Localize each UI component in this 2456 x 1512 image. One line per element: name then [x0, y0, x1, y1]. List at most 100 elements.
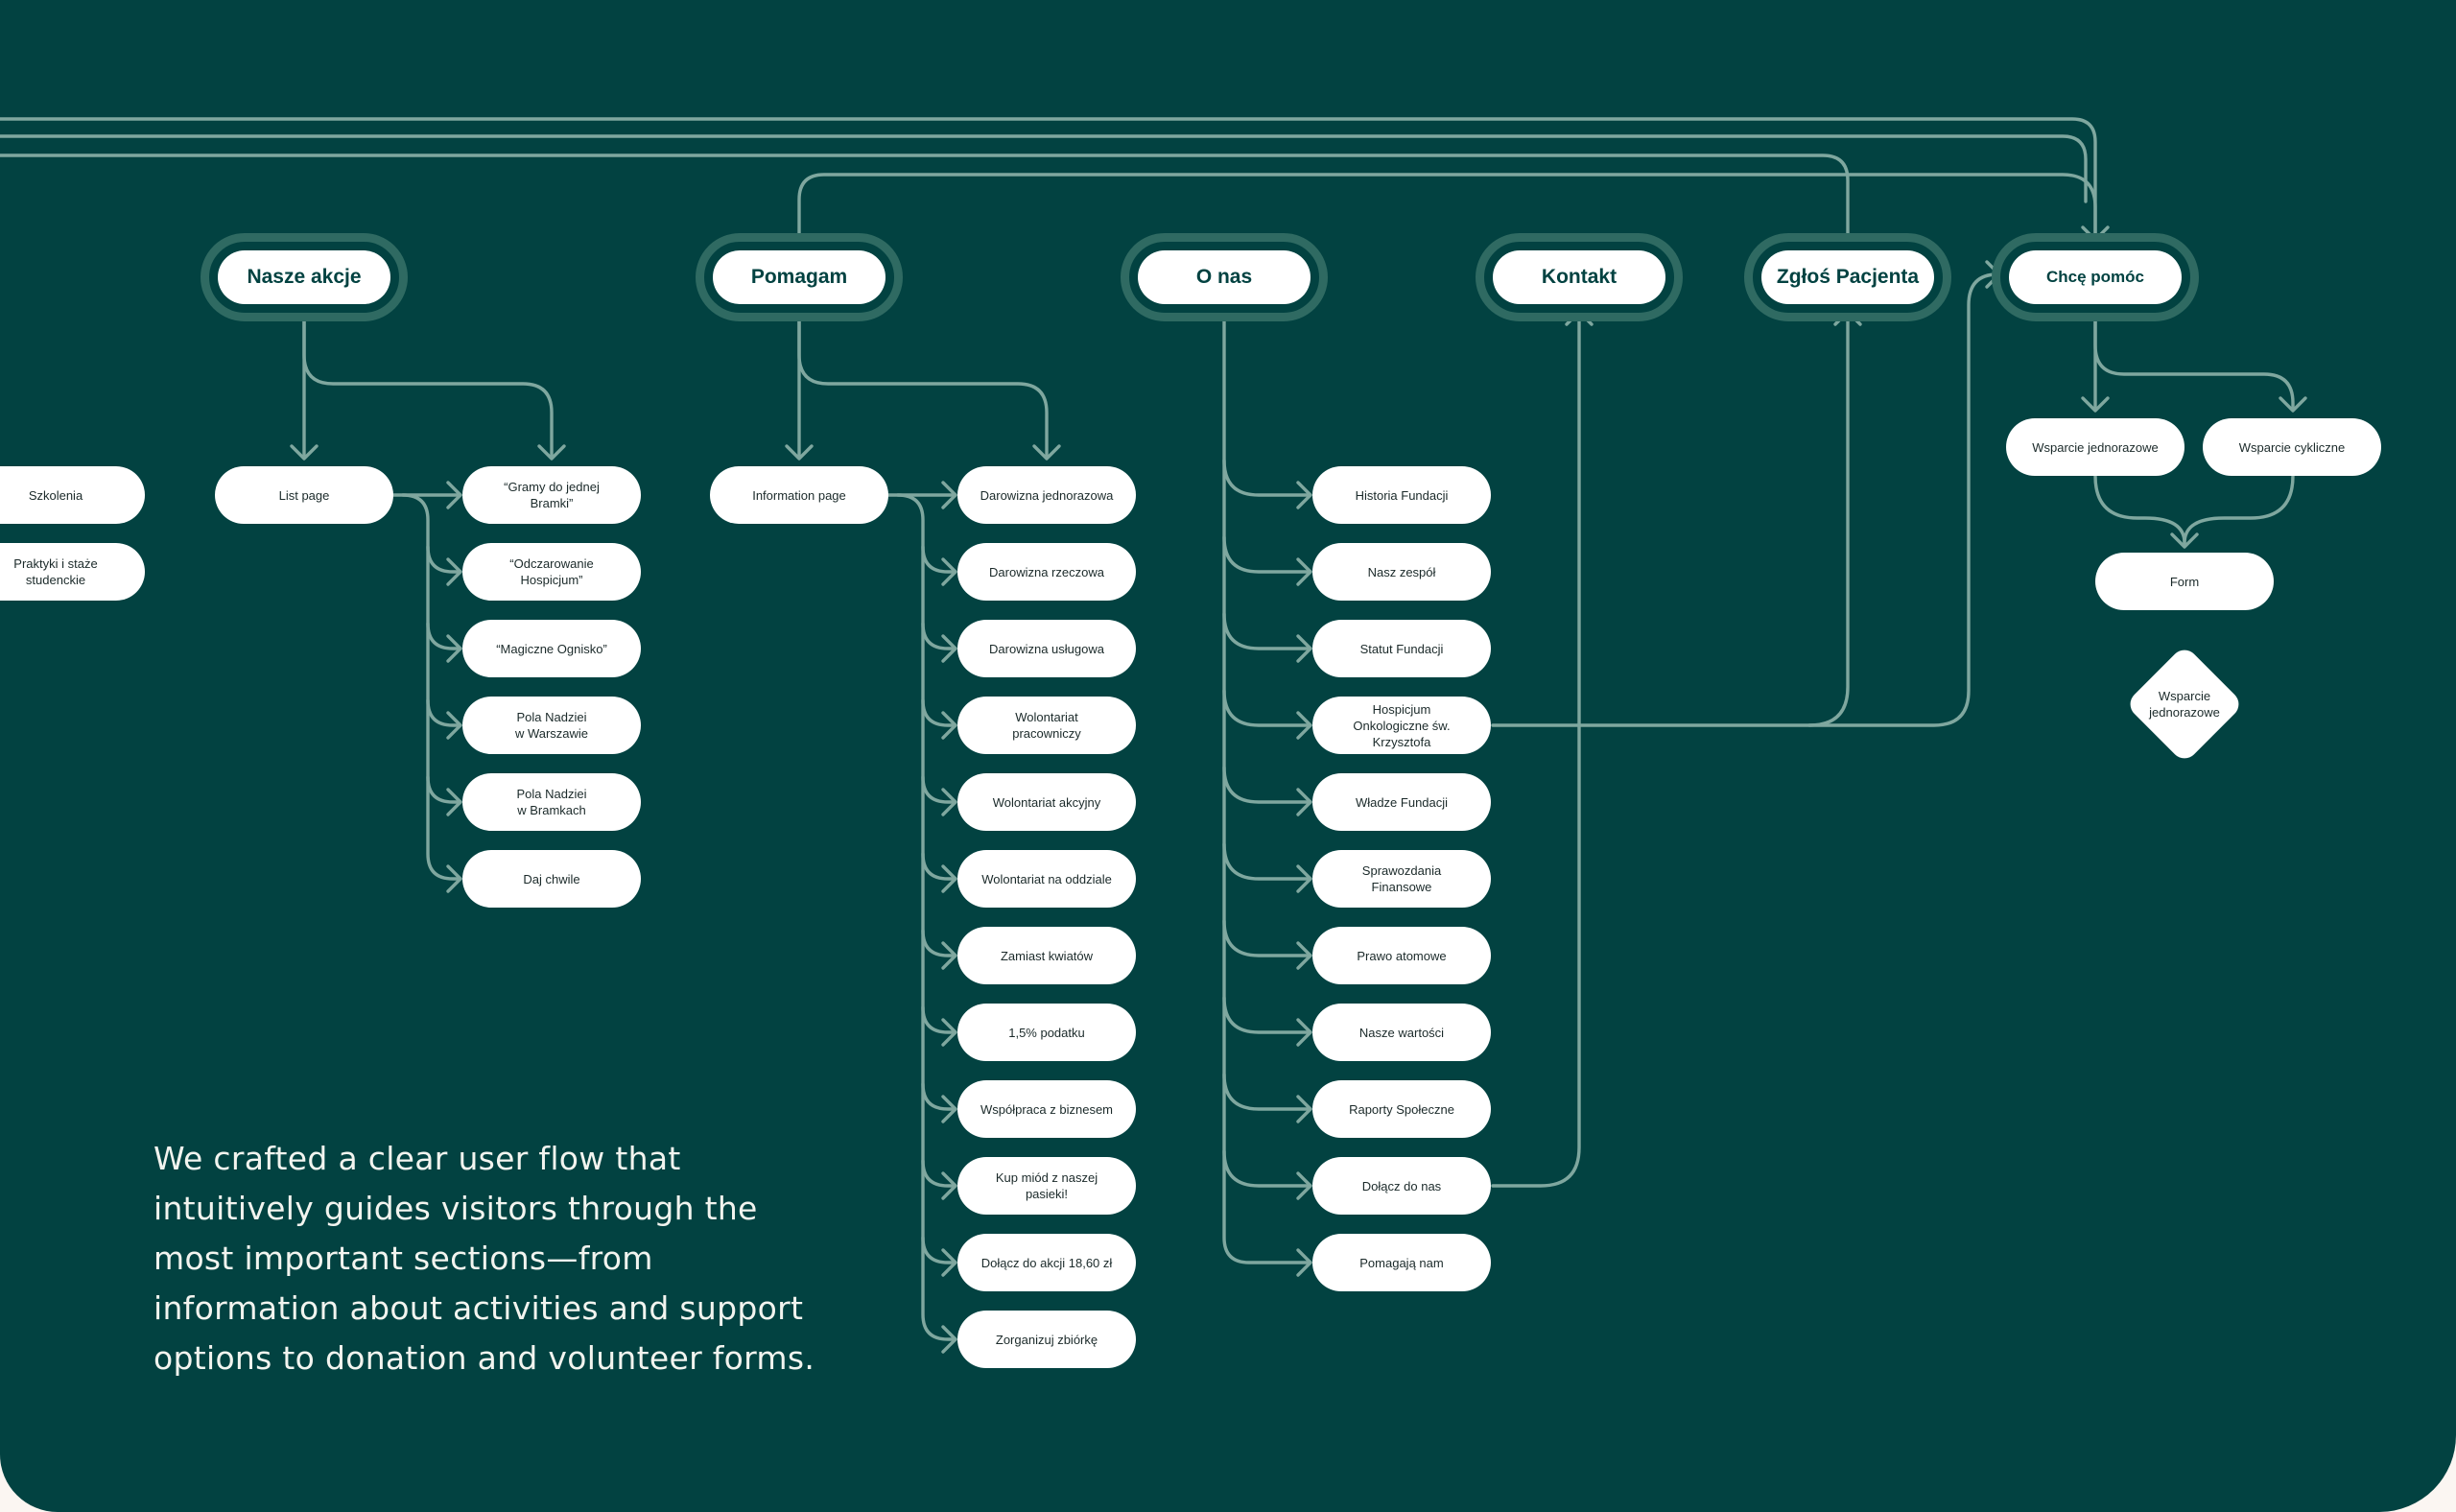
node-pomagam-item[interactable]: Współpraca z biznesem	[957, 1080, 1136, 1138]
top-node-label: Kontakt	[1493, 250, 1665, 304]
connector-line	[921, 622, 956, 650]
node-information-page[interactable]: Information page	[710, 466, 888, 524]
node-wsparcie-cykliczne[interactable]: Wsparcie cykliczne	[2203, 418, 2381, 476]
connector-line	[2093, 319, 2295, 411]
connector-line	[1222, 1073, 1311, 1111]
node-onas-item[interactable]: Raporty Społeczne	[1312, 1080, 1491, 1138]
arrowhead	[537, 444, 566, 461]
connector-line	[426, 622, 460, 650]
node-onas-item[interactable]: Statut Fundacji	[1312, 620, 1491, 677]
node-pomagam-item[interactable]: Darowizna usługowa	[957, 620, 1136, 677]
node-pomagam-item[interactable]: Dołącz do akcji 18,60 zł	[957, 1234, 1136, 1291]
top-node-kontakt[interactable]: Kontakt	[1476, 233, 1683, 321]
node-form[interactable]: Form	[2095, 553, 2274, 610]
node-onas-item[interactable]: Hospicjum Onkologiczne św. Krzysztofa	[1312, 697, 1491, 754]
connector-line	[921, 852, 956, 881]
node-pomagam-item[interactable]: Wolontariat na oddziale	[957, 850, 1136, 908]
node-pomagam-item[interactable]: Zamiast kwiatów	[957, 927, 1136, 984]
connector-line	[1807, 272, 1999, 727]
node-onas-item[interactable]: Sprawozdania Finansowe	[1312, 850, 1491, 908]
arrowhead	[1296, 481, 1312, 509]
node-pomagam-item[interactable]: 1,5% podatku	[957, 1004, 1136, 1061]
connector-line	[921, 545, 956, 574]
connector-line	[1222, 310, 1311, 1264]
node-onas-item[interactable]: Prawo atomowe	[1312, 927, 1491, 984]
arrowhead	[1296, 634, 1312, 663]
decision-label: Wsparcie jednorazowe	[2149, 689, 2220, 720]
arrowhead	[941, 864, 957, 893]
arrowhead	[941, 711, 957, 740]
arrowhead	[2279, 396, 2307, 413]
connector-line	[426, 545, 460, 574]
connector-line	[426, 775, 460, 804]
top-node-o-nas[interactable]: O nas	[1121, 233, 1328, 321]
top-node-label: Pomagam	[713, 250, 886, 304]
node-pomagam-item[interactable]: Wolontariat akcyjny	[957, 773, 1136, 831]
arrowhead	[2170, 532, 2199, 549]
connector-line	[0, 154, 1850, 235]
top-node-chce-pomoc[interactable]: Chcę pomóc	[1992, 233, 2199, 321]
arrowhead	[1296, 1248, 1312, 1277]
top-node-pomagam[interactable]: Pomagam	[696, 233, 903, 321]
arrowhead	[941, 1325, 957, 1354]
arrowhead	[1296, 711, 1312, 740]
connector-line	[0, 117, 2097, 242]
connector-line	[896, 493, 956, 1341]
node-onas-item[interactable]: Pomagają nam	[1312, 1234, 1491, 1291]
node-onas-item[interactable]: Historia Fundacji	[1312, 466, 1491, 524]
arrowhead	[2081, 396, 2110, 413]
arrowhead	[446, 864, 462, 893]
arrowhead	[1296, 1171, 1312, 1200]
arrowhead	[785, 444, 814, 461]
node-onas-item[interactable]: Władze Fundacji	[1312, 773, 1491, 831]
top-node-nasze-akcje[interactable]: Nasze akcje	[201, 233, 408, 321]
node-pomagam-item[interactable]: Wolontariat pracowniczy	[957, 697, 1136, 754]
connector-line	[921, 1005, 956, 1034]
connector-line	[921, 775, 956, 804]
arrowhead	[941, 481, 957, 509]
connector-line	[921, 1159, 956, 1188]
connector-line	[921, 929, 956, 957]
connector-line	[1222, 766, 1311, 804]
connector-line	[1222, 842, 1311, 881]
node-szkolenia[interactable]: Szkolenia	[0, 466, 145, 524]
node-action-item[interactable]: “Odczarowanie Hospicjum”	[462, 543, 641, 601]
node-action-item[interactable]: “Gramy do jednej Bramki”	[462, 466, 641, 524]
connector-line	[921, 1236, 956, 1264]
node-pomagam-item[interactable]: Darowizna rzeczowa	[957, 543, 1136, 601]
connector-line	[2183, 474, 2295, 545]
node-onas-item[interactable]: Nasze wartości	[1312, 1004, 1491, 1061]
connector-line	[1222, 1149, 1311, 1188]
arrowhead	[290, 444, 319, 461]
connector-line	[1491, 312, 1850, 727]
node-wsparcie-jednorazowe[interactable]: Wsparcie jednorazowe	[2006, 418, 2184, 476]
arrowhead	[941, 788, 957, 816]
arrowhead	[941, 557, 957, 586]
node-pomagam-item[interactable]: Darowizna jednorazowa	[957, 466, 1136, 524]
node-praktyki[interactable]: Praktyki i staże studenckie	[0, 543, 145, 601]
arrowhead	[1296, 557, 1312, 586]
node-pomagam-item[interactable]: Zorganizuj zbiórkę	[957, 1311, 1136, 1368]
node-action-item[interactable]: “Magiczne Ognisko”	[462, 620, 641, 677]
arrowhead	[1296, 1018, 1312, 1047]
node-onas-item[interactable]: Nasz zespół	[1312, 543, 1491, 601]
top-node-zglos-pacjenta[interactable]: Zgłoś Pacjenta	[1744, 233, 1951, 321]
node-list-page[interactable]: List page	[215, 466, 393, 524]
arrowhead	[941, 1018, 957, 1047]
connector-line	[302, 319, 554, 459]
arrowhead	[446, 634, 462, 663]
node-action-item[interactable]: Daj chwile	[462, 850, 641, 908]
node-action-item[interactable]: Pola Nadziei w Bramkach	[462, 773, 641, 831]
connector-line	[1222, 919, 1311, 957]
connector-line	[401, 493, 460, 881]
node-onas-item[interactable]: Dołącz do nas	[1312, 1157, 1491, 1215]
node-pomagam-item[interactable]: Kup miód z naszej pasieki!	[957, 1157, 1136, 1215]
connector-line	[797, 173, 2097, 235]
connector-line	[1222, 996, 1311, 1034]
connector-line	[426, 698, 460, 727]
arrowhead	[1296, 941, 1312, 970]
node-action-item[interactable]: Pola Nadziei w Warszawie	[462, 697, 641, 754]
arrowhead	[941, 1095, 957, 1123]
caption-text: We crafted a clear user flow that intuit…	[154, 1140, 815, 1377]
